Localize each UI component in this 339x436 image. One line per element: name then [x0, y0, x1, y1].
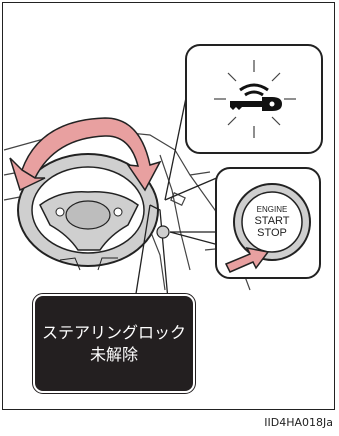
steering-turn-arrow-icon	[9, 117, 162, 192]
start-button-line3: STOP	[257, 227, 287, 239]
warning-line-1: ステアリングロック	[41, 322, 186, 342]
start-button-line1: ENGINE	[257, 205, 288, 214]
warning-message-box: ステアリングロック 未解除	[32, 293, 196, 394]
steering-lock-key-icon	[214, 60, 296, 138]
engine-start-stop-button[interactable]: ENGINE START STOP	[233, 183, 311, 261]
dashboard-button	[156, 225, 170, 239]
steering-wheel	[17, 153, 159, 271]
press-arrow-icon	[224, 246, 270, 273]
start-button-line2: START	[254, 215, 289, 227]
figure-id: IID4HA018Ja	[264, 416, 333, 429]
indicator-panel	[185, 44, 323, 154]
warning-line-2: 未解除	[89, 344, 138, 364]
